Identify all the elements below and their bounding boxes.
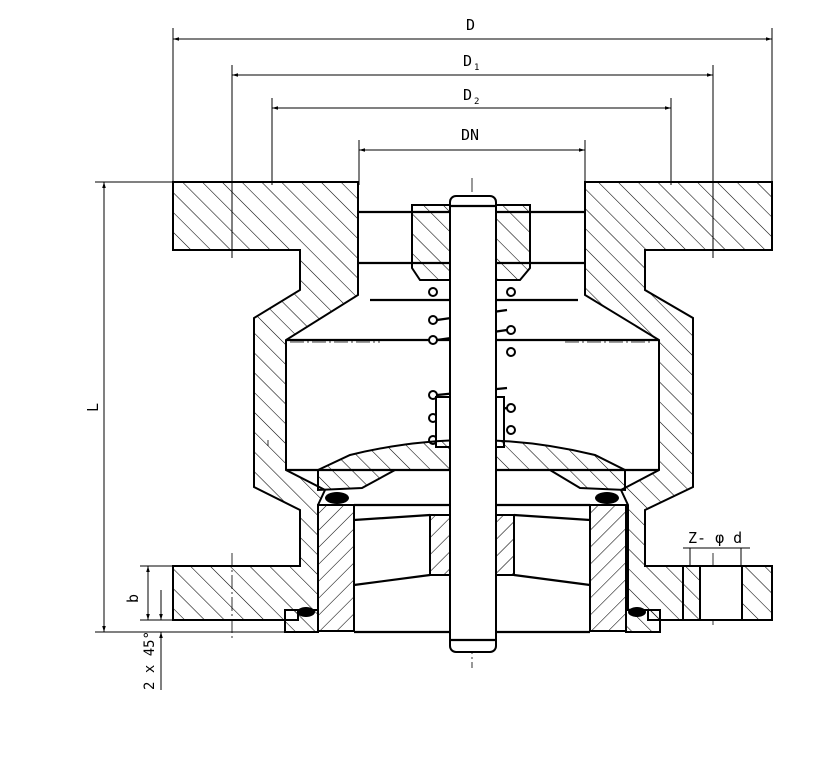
label-D2: D: [463, 86, 472, 104]
label-D2-subscript: 2: [474, 97, 479, 107]
bottom-plate: [284, 609, 319, 633]
valve-stem: [449, 195, 497, 653]
label-L: L: [84, 403, 102, 412]
label-DN: DN: [461, 126, 479, 144]
dimension-lines: [95, 28, 773, 690]
label-D1-subscript: 1: [474, 63, 479, 73]
seat-ring-left: [317, 504, 355, 632]
label-D: D: [466, 16, 475, 34]
o-ring-right: [595, 492, 619, 504]
bottom-plate-right: [625, 609, 661, 633]
label-D1: D: [463, 52, 472, 70]
seat-ring-right: [589, 504, 627, 632]
label-chamfer: 2 x 45°: [142, 631, 158, 690]
bolt-hole: [699, 565, 743, 621]
o-ring-left: [325, 492, 349, 504]
label-bolt-holes: Z- φ d: [688, 529, 742, 547]
label-b: b: [124, 594, 142, 603]
